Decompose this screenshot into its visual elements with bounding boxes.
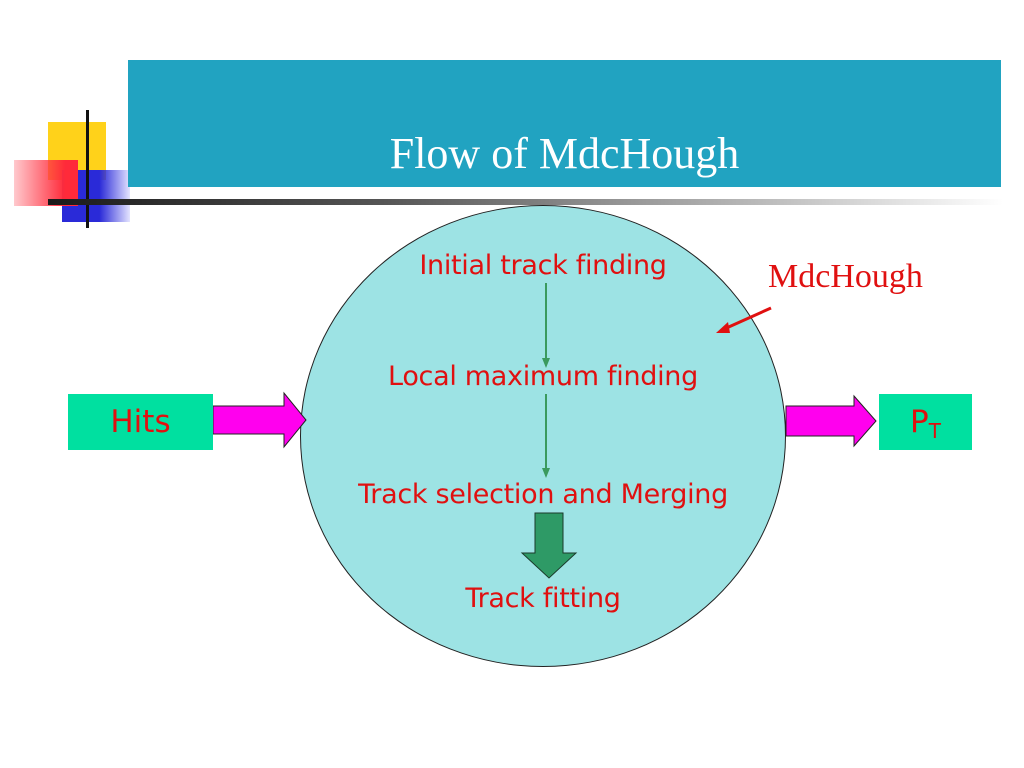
label-pointer-head [716, 322, 730, 333]
step-local-maximum-finding: Local maximum finding [388, 361, 698, 392]
pt-label: PT [910, 404, 941, 443]
step-initial-track-finding: Initial track finding [419, 250, 667, 281]
step-arrow-2-head [542, 468, 550, 478]
deco-red-square [14, 160, 78, 206]
fitting-down-arrow [520, 512, 578, 579]
deco-vertical-line [86, 110, 89, 228]
output-arrow [785, 394, 877, 448]
mdchough-circle [300, 205, 786, 667]
hits-label: Hits [110, 404, 171, 440]
step-track-selection-merging: Track selection and Merging [358, 479, 728, 510]
label-pointer [721, 306, 772, 332]
pt-subscript: T [928, 419, 941, 443]
pt-main: P [910, 404, 929, 440]
title-rule [48, 199, 1003, 205]
mdchough-label: MdcHough [768, 258, 923, 295]
title-bar [128, 60, 1001, 187]
input-arrow [212, 391, 307, 449]
slide-title: Flow of MdcHough [389, 129, 740, 178]
hits-box: Hits [68, 394, 213, 450]
step-arrow-1-head [542, 358, 550, 368]
pt-box: PT [879, 394, 972, 450]
step-track-fitting: Track fitting [465, 583, 621, 614]
